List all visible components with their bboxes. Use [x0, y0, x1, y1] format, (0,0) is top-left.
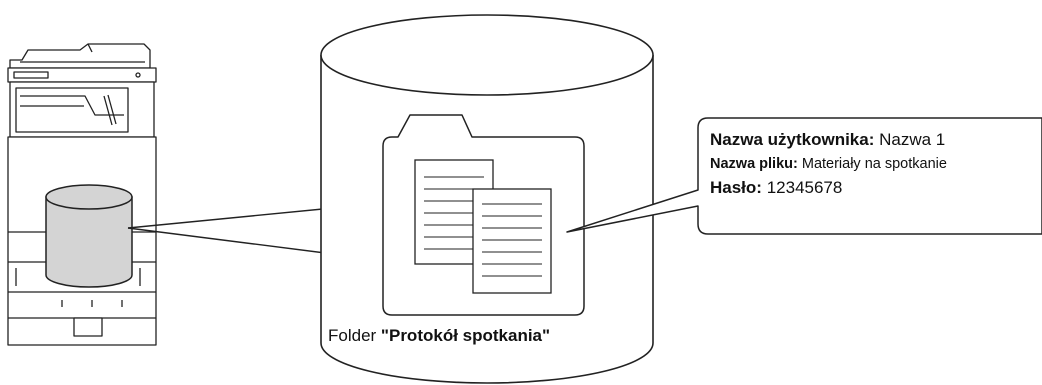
info-callout-bubble	[566, 117, 1042, 235]
folder-caption: Folder "Protokół spotkania"	[328, 326, 628, 346]
password-value: 12345678	[766, 178, 843, 197]
password-line: Hasło: 12345678	[710, 176, 1040, 200]
user-name-value: Nazwa 1	[879, 130, 946, 149]
file-name-label: Nazwa pliku:	[710, 156, 798, 172]
file-info-box: Nazwa użytkownika: Nazwa 1 Nazwa pliku: …	[710, 128, 1040, 200]
folder-name: "Protokół spotkania"	[380, 326, 551, 345]
printer-icon	[7, 43, 157, 346]
hard-disk-icon	[45, 184, 133, 288]
folder-caption-prefix: Folder	[328, 326, 377, 345]
file-name-value: Materiały na spotkanie	[801, 156, 947, 172]
user-name-label: Nazwa użytkownika:	[710, 130, 875, 149]
disk-callout-lines	[127, 207, 334, 255]
document-icon	[472, 188, 552, 294]
file-name-line: Nazwa pliku: Materiały na spotkanie	[710, 152, 1040, 176]
password-label: Hasło:	[710, 178, 762, 197]
user-name-line: Nazwa użytkownika: Nazwa 1	[710, 128, 1040, 152]
